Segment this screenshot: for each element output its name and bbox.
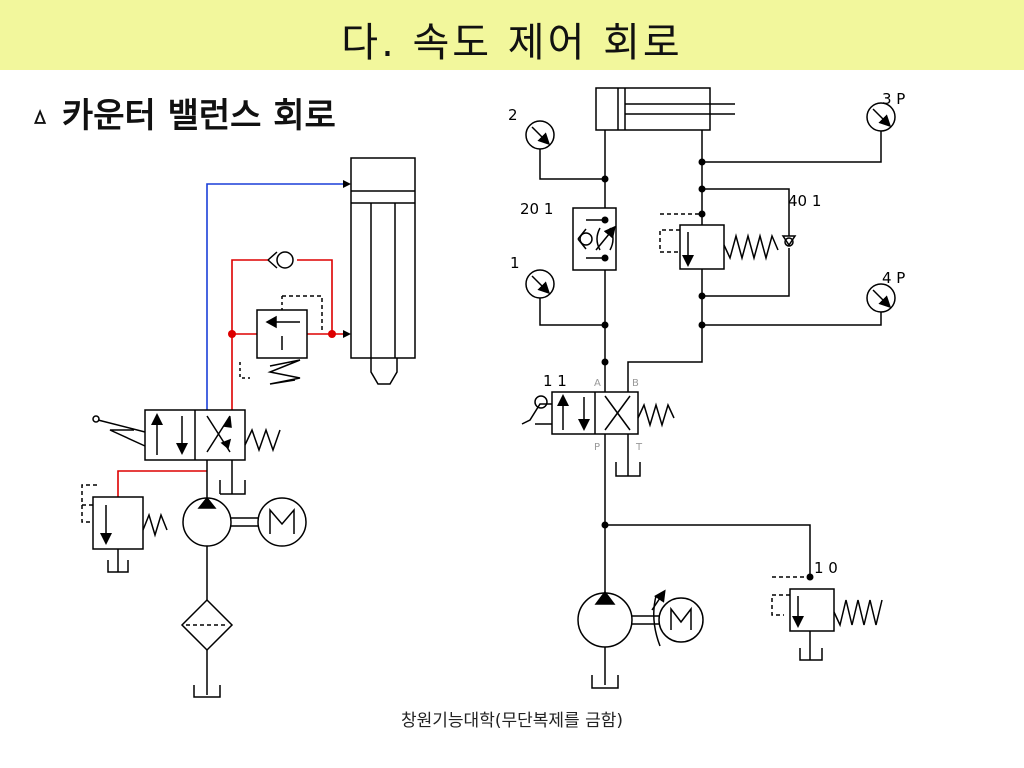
gauge-3p-icon — [702, 102, 896, 163]
left-circuit — [81, 157, 416, 698]
gauge-1-icon — [525, 269, 605, 326]
page-title: 다. 속도 제어 회로 — [341, 20, 683, 66]
throttle-check-valve — [572, 207, 617, 271]
directional-valve-label: 1 1 — [543, 372, 567, 390]
port-b-label: B — [632, 378, 639, 389]
bullet-icon: ㅿ — [28, 104, 52, 134]
port-a-label: A — [594, 378, 601, 389]
left-counterbalance-valve — [239, 295, 323, 385]
right-motor — [651, 589, 704, 647]
footer-copyright: 창원기능대학(무단복제를 금함) — [401, 711, 623, 731]
throttle-valve-label: 20 1 — [520, 200, 553, 218]
left-relief-valve — [81, 484, 168, 573]
gauge-2-label: 2 — [508, 106, 518, 124]
left-filter — [180, 598, 234, 698]
gauge-4p-icon — [702, 283, 896, 326]
pressure-lines — [117, 259, 349, 497]
right-relief-valve — [771, 576, 883, 661]
left-check-valve — [267, 251, 294, 269]
port-p-label: P — [594, 442, 600, 453]
right-cylinder — [595, 87, 735, 131]
right-counterbalance-valve — [659, 188, 797, 297]
right-circuit — [521, 87, 896, 689]
left-pump — [182, 460, 258, 600]
counterbalance-valve-label: 40 1 — [788, 192, 821, 210]
junction-dots — [601, 158, 814, 581]
gauge-4p-label: 4 P — [882, 269, 905, 287]
right-directional-valve — [521, 391, 675, 477]
section-heading-text: 카운터 밸런스 회로 — [61, 96, 336, 136]
node-dot — [328, 330, 336, 338]
left-motor — [257, 497, 307, 547]
title-bar — [0, 0, 1024, 70]
right-pump — [577, 590, 660, 689]
left-directional-valve — [92, 409, 281, 495]
port-t-label: T — [635, 442, 643, 453]
gauge-2-icon — [525, 120, 605, 180]
gauge-3p-label: 3 P — [882, 90, 905, 108]
gauge-1-label: 1 — [510, 254, 520, 272]
left-cylinder — [350, 157, 416, 385]
node-dot — [228, 330, 236, 338]
section-heading: ㅿ 카운터 밸런스 회로 — [28, 88, 336, 137]
relief-valve-label: 1 0 — [814, 559, 838, 577]
return-line — [206, 183, 349, 410]
